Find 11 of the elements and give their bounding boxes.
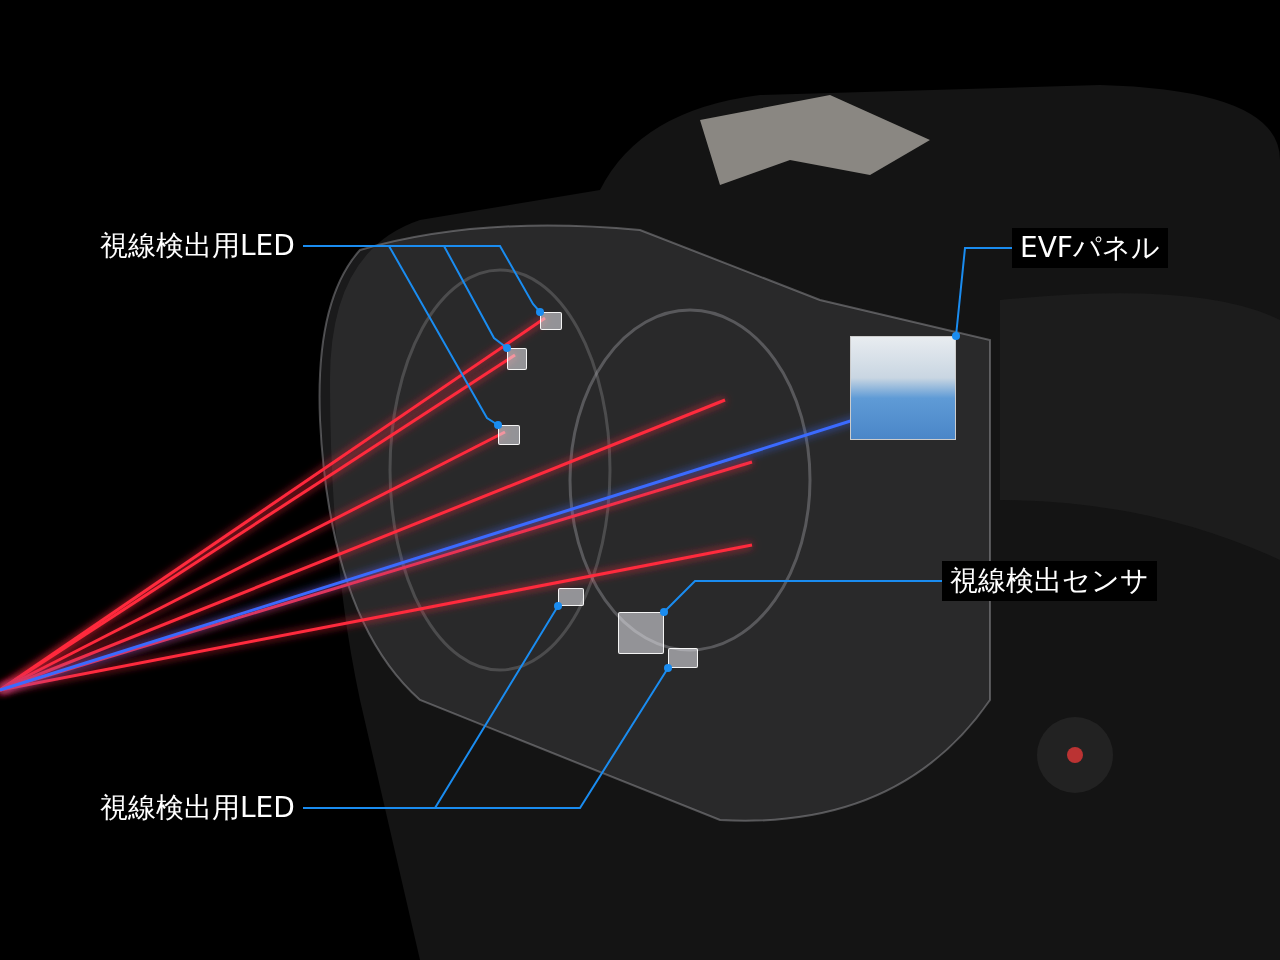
part-label: 視線検出センサ bbox=[942, 561, 1157, 601]
viewfinder-screen-picture bbox=[850, 336, 956, 440]
leader-line bbox=[660, 580, 943, 616]
led-part bbox=[668, 648, 698, 668]
led-part bbox=[558, 588, 584, 606]
leader-line bbox=[952, 247, 1013, 340]
led-part bbox=[540, 312, 562, 330]
led-part bbox=[498, 425, 520, 445]
eye-sensor-part bbox=[618, 612, 664, 654]
part-label: EVFパネル bbox=[1012, 228, 1168, 268]
led-part bbox=[507, 348, 527, 370]
